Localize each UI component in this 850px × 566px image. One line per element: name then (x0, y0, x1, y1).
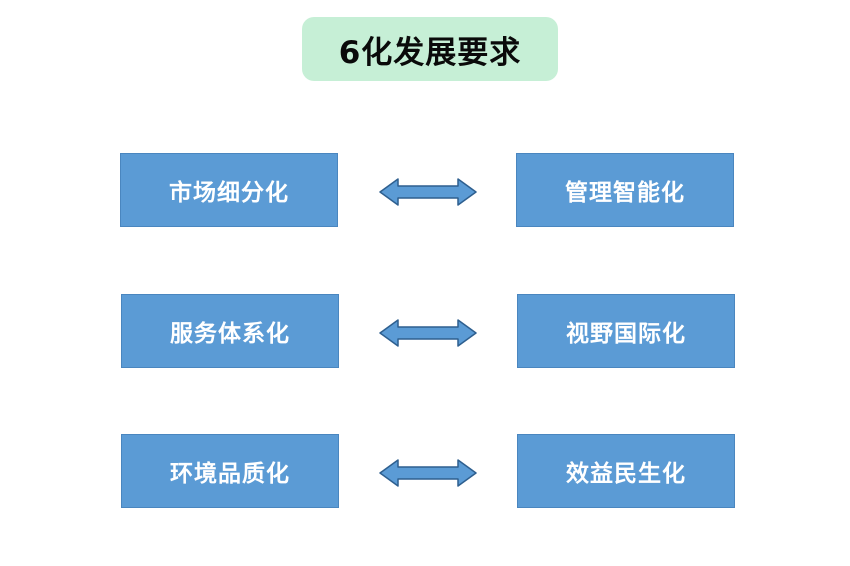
double-arrow-icon (378, 318, 478, 348)
double-arrow-icon (378, 177, 478, 207)
node-right-3: 效益民生化 (517, 434, 735, 508)
diagram-title: 6化发展要求 (302, 17, 558, 81)
node-left-1: 市场细分化 (120, 153, 338, 227)
node-left-3: 环境品质化 (121, 434, 339, 508)
node-right-1: 管理智能化 (516, 153, 734, 227)
double-arrow-icon (378, 458, 478, 488)
node-right-2: 视野国际化 (517, 294, 735, 368)
node-left-2: 服务体系化 (121, 294, 339, 368)
